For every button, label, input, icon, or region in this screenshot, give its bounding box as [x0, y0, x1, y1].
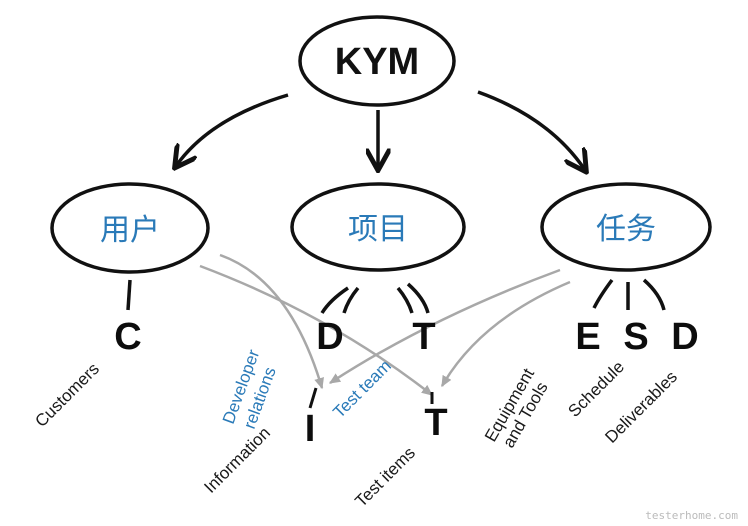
letter-d-right: D [671, 316, 698, 358]
stroke-tasks-d [642, 278, 666, 311]
connector-users-to-information [219, 253, 324, 390]
connector-tasks-to-test-items [440, 280, 571, 388]
label-information: Information [200, 423, 274, 497]
connector-tasks-to-information [328, 268, 561, 385]
stroke-users-c [126, 279, 132, 311]
stroke-project-t2 [406, 282, 430, 314]
users-label: 用户 [100, 213, 160, 248]
stroke-d-i [308, 387, 318, 409]
watermark: testerhome.com [645, 509, 738, 522]
tasks-label: 任务 [596, 212, 656, 247]
letter-i: I [305, 408, 316, 450]
label-test-team: Test team [329, 356, 395, 422]
letter-c: C [114, 316, 141, 358]
root-ellipse [298, 15, 456, 107]
label-test-items: Test items [351, 443, 419, 511]
letter-e: E [575, 316, 600, 358]
project-ellipse [290, 182, 466, 272]
label-customers: Customers [31, 359, 103, 431]
letter-s: S [623, 316, 648, 358]
stroke-tasks-e [592, 278, 614, 309]
arrow-to-tasks [477, 90, 585, 170]
connector-users-to-test-items [199, 264, 433, 396]
tasks-ellipse [540, 182, 712, 272]
letter-t-top: T [412, 316, 435, 358]
arrow-to-users [176, 93, 289, 166]
users-ellipse [50, 182, 210, 274]
letter-t-bottom: T [424, 402, 447, 444]
root-node: KYM [298, 15, 456, 107]
label-schedule: Schedule [564, 357, 628, 421]
short-connectors [126, 278, 666, 409]
root-label: KYM [335, 41, 419, 83]
letter-d-top: D [316, 316, 343, 358]
users-node: 用户 [50, 182, 210, 274]
project-label: 项目 [348, 212, 408, 247]
tasks-node: 任务 [540, 182, 712, 272]
stroke-project-d1 [320, 286, 349, 314]
stroke-project-t1 [396, 286, 414, 314]
cross-connectors [199, 253, 571, 396]
stroke-project-d2 [342, 286, 360, 314]
project-node: 项目 [290, 182, 466, 272]
